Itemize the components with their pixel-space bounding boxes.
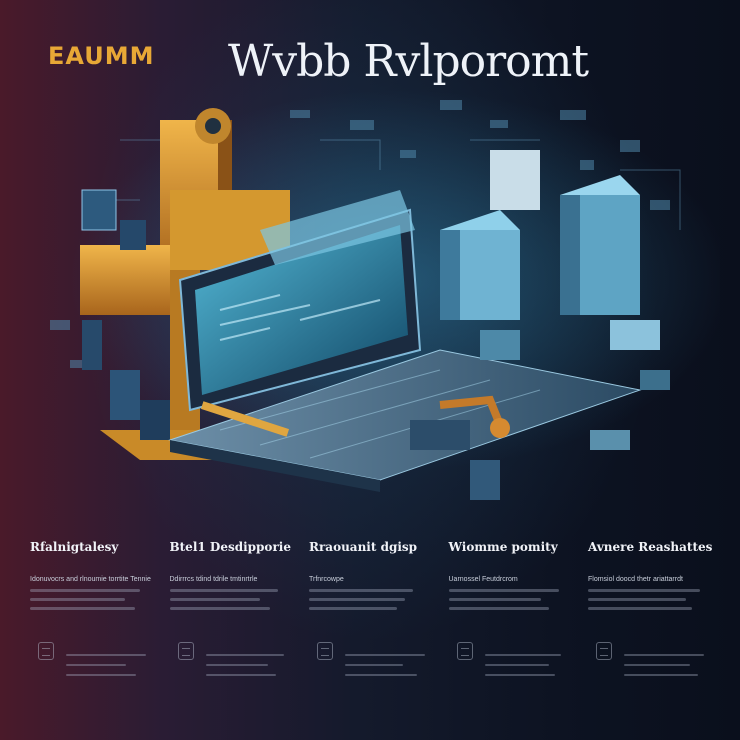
feature-title: Btel1 Desdipporie [169, 540, 291, 554]
text-placeholder-line [169, 598, 260, 601]
document-icon [596, 642, 612, 660]
feature-title: Rfalnigtalesy [30, 540, 119, 554]
text-placeholder-line [205, 664, 268, 666]
feature-item: Avnere Reashattes Flomsiol doocd thetr a… [588, 540, 713, 730]
text-placeholder-line [30, 598, 125, 601]
feature-title: Avnere Reashattes [588, 540, 713, 554]
text-placeholder-line [345, 654, 425, 656]
server-rack-icon [80, 108, 290, 460]
hero-illustration-graphic [50, 90, 720, 500]
text-placeholder-line [448, 607, 549, 610]
text-placeholder-line [66, 664, 126, 666]
page-title: Wvbb Rvlporomt [228, 36, 589, 87]
text-placeholder-line [30, 589, 140, 592]
text-placeholder-line [484, 654, 561, 656]
text-placeholder-line [448, 598, 541, 601]
text-placeholder-line [624, 654, 704, 656]
text-placeholder-line [309, 589, 413, 592]
database-cube-icon [440, 150, 670, 390]
text-placeholder-line [169, 589, 278, 592]
feature-list: Rfalnigtalesy Idonuvocrs and rlnoumie to… [30, 540, 713, 730]
text-placeholder-line [309, 607, 397, 610]
text-placeholder-line [588, 598, 686, 601]
text-placeholder-line [66, 674, 136, 676]
text-placeholder-line [309, 598, 405, 601]
feature-title: Wiomme pomity [448, 540, 558, 554]
feature-subtitle: Uarnossel Feutdrcrom [448, 576, 518, 583]
text-placeholder-line [205, 674, 276, 676]
text-placeholder-line [205, 654, 284, 656]
feature-subtitle: Trfnrcowpe [309, 576, 344, 583]
feature-subtitle: Ddirrrcs tdind tdrile tmtinrtrle [169, 576, 258, 583]
feature-item: Rraouanit dgisp Trfnrcowpe [309, 540, 431, 730]
feature-item: Wiomme pomity Uarnossel Feutdrcrom [448, 540, 571, 730]
feature-subtitle: Flomsiol doocd thetr ariattarrdt [588, 576, 683, 583]
document-icon [177, 642, 194, 660]
feature-item: Btel1 Desdipporie Ddirrrcs tdind tdrile … [169, 540, 292, 730]
feature-title: Rraouanit dgisp [309, 540, 418, 554]
text-placeholder-line [345, 674, 417, 676]
robot-arm-icon [410, 395, 630, 500]
document-icon [38, 642, 54, 660]
brand-logo: EAUMM [48, 42, 155, 70]
text-placeholder-line [448, 589, 559, 592]
header: EAUMM Wvbb Rvlporomt [0, 0, 740, 110]
text-placeholder-line [30, 607, 135, 610]
document-icon [317, 642, 333, 660]
text-placeholder-line [484, 674, 555, 676]
text-placeholder-line [588, 589, 700, 592]
text-placeholder-line [345, 664, 403, 666]
text-placeholder-line [624, 674, 698, 676]
text-placeholder-line [588, 607, 692, 610]
text-placeholder-line [484, 664, 549, 666]
feature-subtitle: Idonuvocrs and rlnoumie torrtite Tennie [30, 576, 151, 583]
feature-item: Rfalnigtalesy Idonuvocrs and rlnoumie to… [30, 540, 152, 730]
document-icon [456, 642, 473, 660]
laptop-screen-icon [168, 190, 642, 492]
text-placeholder-line [624, 664, 690, 666]
text-placeholder-line [169, 607, 270, 610]
text-placeholder-line [66, 654, 146, 656]
hero-illustration [20, 80, 720, 520]
